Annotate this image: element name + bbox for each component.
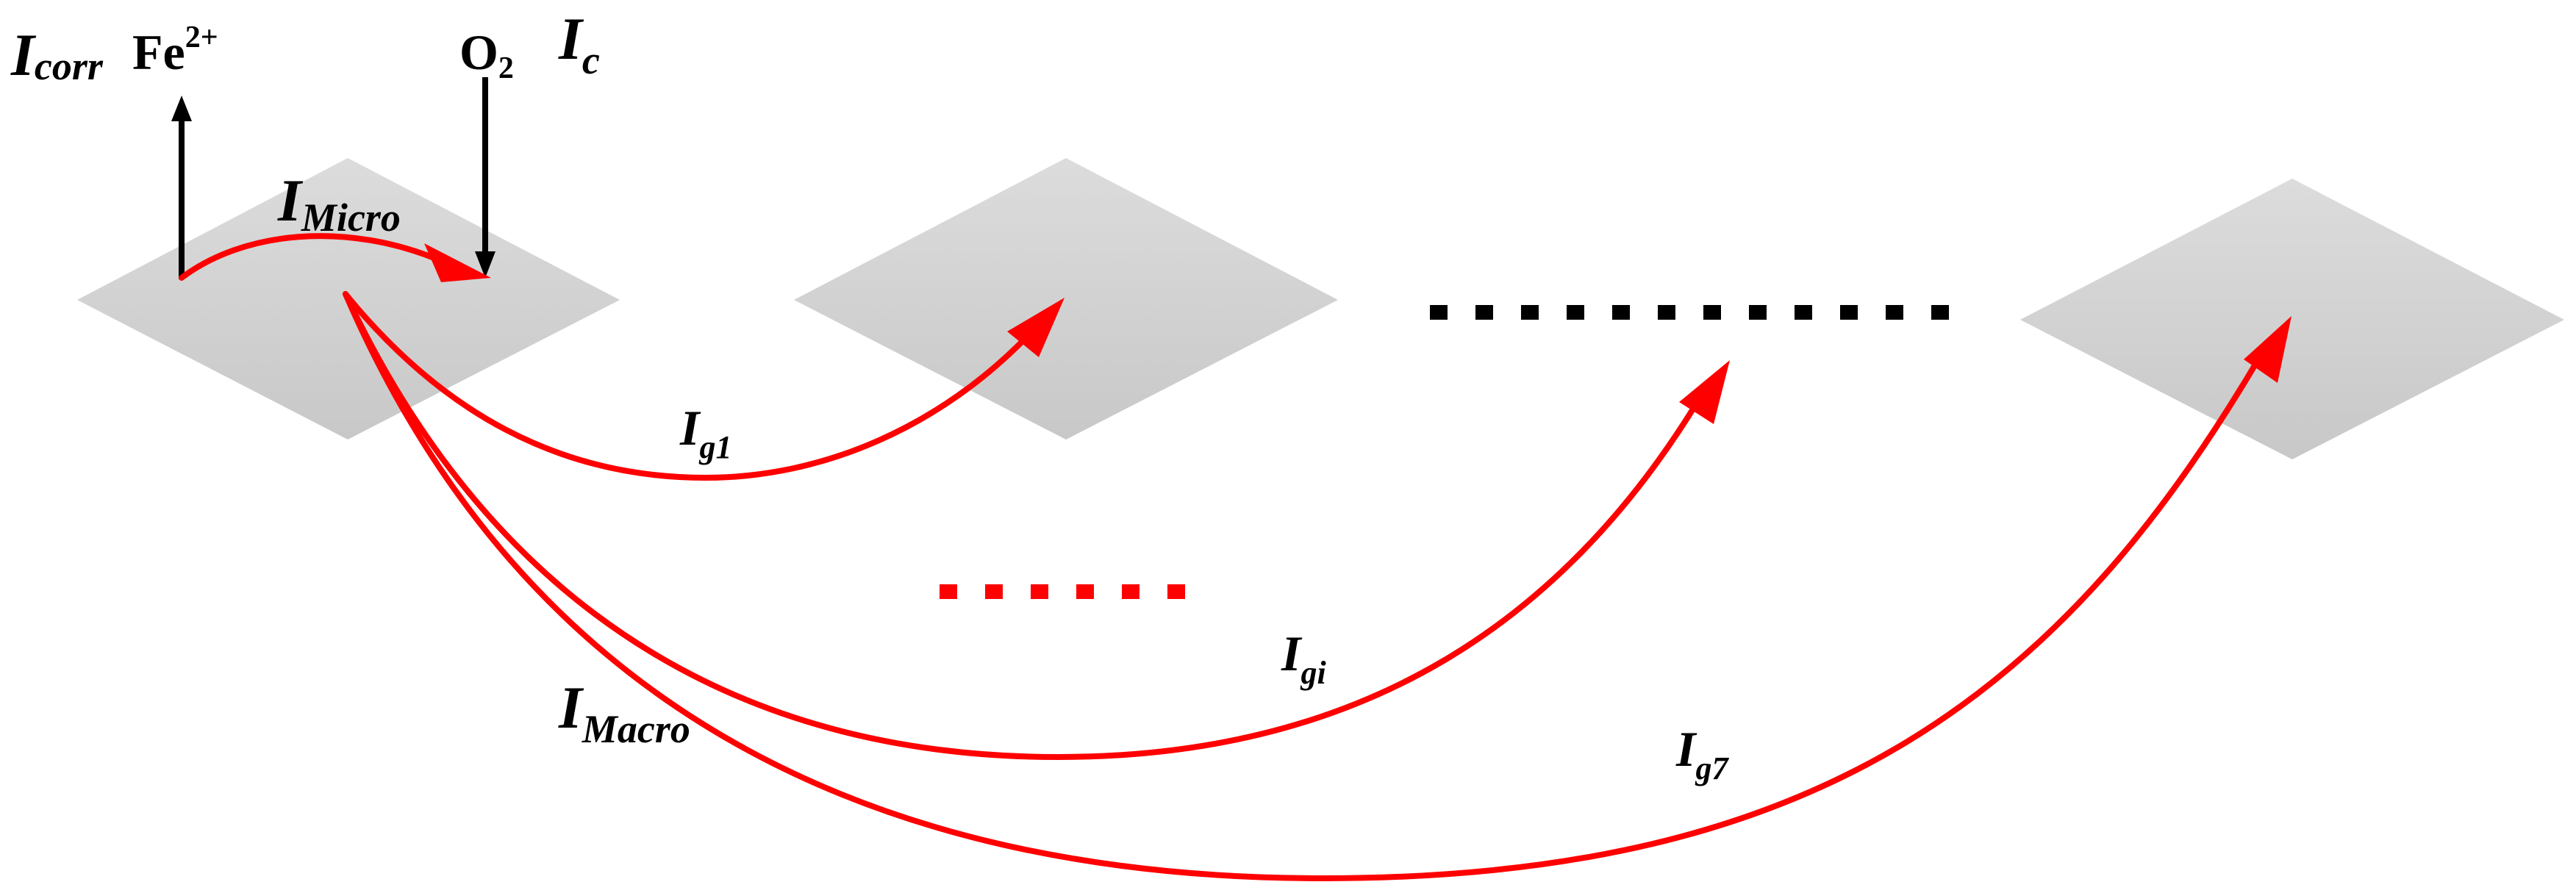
ig7-arrowhead bbox=[2244, 316, 2291, 383]
electrode-plate-2 bbox=[794, 158, 1338, 440]
fe-up-arrow bbox=[171, 96, 192, 279]
ig1-current-curve bbox=[343, 291, 1032, 481]
label-i-corr: Icorr bbox=[10, 21, 104, 88]
micro-current-curve bbox=[179, 233, 444, 281]
electrode-plate-7 bbox=[2020, 179, 2564, 459]
label-o2: O2 bbox=[459, 24, 514, 85]
micro-arrowhead bbox=[424, 243, 491, 282]
black-ellipsis-dots bbox=[1430, 305, 1949, 320]
ig7-current-curve bbox=[343, 291, 2267, 882]
igi-current-curve bbox=[343, 291, 1701, 761]
ig1-arrowhead bbox=[1007, 298, 1065, 357]
label-i-g1: Ig1 bbox=[679, 400, 731, 465]
label-i-micro: IMicro bbox=[277, 167, 401, 240]
label-fe2plus: Fe2+ bbox=[132, 21, 218, 80]
label-i-g7: Ig7 bbox=[1675, 721, 1729, 786]
label-i-c: Ic bbox=[558, 5, 600, 82]
label-i-gi: Igi bbox=[1281, 625, 1326, 691]
label-i-macro: IMacro bbox=[558, 674, 690, 751]
red-ellipsis-dots bbox=[940, 584, 1185, 599]
igi-arrowhead bbox=[1679, 360, 1730, 424]
o2-down-arrow bbox=[475, 77, 495, 278]
